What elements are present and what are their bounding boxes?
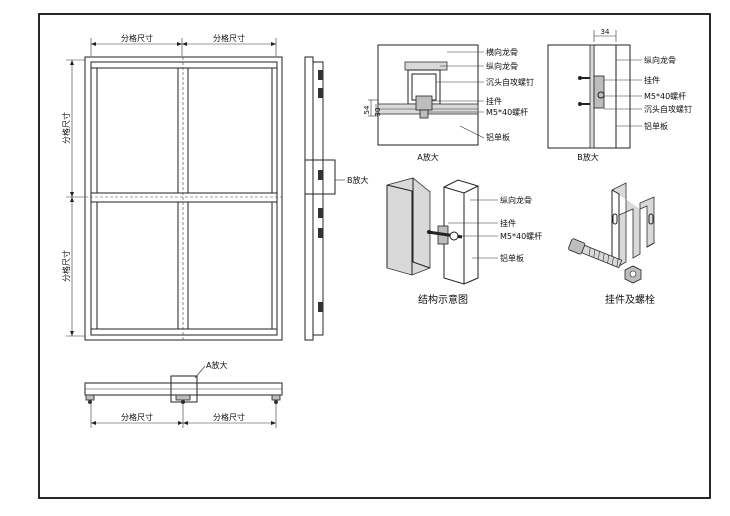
detail-a-panel: 铝单板 bbox=[486, 132, 510, 142]
detail-a-dim-54: 54 bbox=[363, 105, 371, 114]
structure-bolt: M5*40螺杆 bbox=[500, 231, 542, 241]
detail-a-longitudinal-keel: 纵向龙骨 bbox=[486, 61, 518, 71]
panel-top-right bbox=[187, 67, 273, 194]
structure-panel: 铝单板 bbox=[500, 253, 524, 263]
top-dim-label-left: 分格尺寸 bbox=[121, 33, 153, 43]
detail-b-longitudinal-keel: 纵向龙骨 bbox=[644, 55, 676, 65]
front-elevation: 分格尺寸 分格尺寸 分格尺寸 分格尺寸 bbox=[61, 33, 283, 341]
structure-diagram-title: 结构示意图 bbox=[418, 293, 468, 306]
panel-top-left bbox=[96, 67, 179, 194]
detail-a-title: A放大 bbox=[417, 152, 438, 162]
detail-b-dim-34: 34 bbox=[601, 28, 610, 36]
top-dim-label-right: 分格尺寸 bbox=[213, 33, 245, 43]
detail-a-countersunk-screw: 沉头自攻螺钉 bbox=[486, 77, 534, 87]
side-elevation: B放大 bbox=[304, 56, 369, 341]
detail-b-title: B放大 bbox=[577, 152, 599, 162]
structure-hanger: 挂件 bbox=[500, 218, 516, 228]
bottom-dim-label-right: 分格尺寸 bbox=[213, 412, 245, 422]
detail-b-hanger: 挂件 bbox=[644, 75, 660, 85]
detail-a-dim-30: 30 bbox=[374, 108, 382, 117]
detail-a: 54 30 横向龙骨 纵向龙骨 沉头自攻螺钉 挂件 M5*40螺杆 铝单板 A放… bbox=[363, 44, 534, 162]
detail-b-bolt: M5*40螺杆 bbox=[644, 91, 686, 101]
sheet-border bbox=[38, 13, 711, 499]
detail-b-countersunk-screw: 沉头自攻螺钉 bbox=[644, 104, 692, 114]
bottom-dim-label-left: 分格尺寸 bbox=[121, 412, 153, 422]
structure-longitudinal-keel: 纵向龙骨 bbox=[500, 195, 532, 205]
zoom-b-box bbox=[304, 159, 336, 195]
panel-bottom-right bbox=[187, 201, 273, 330]
hanger-and-bolt: 挂件及螺栓 bbox=[568, 182, 655, 306]
left-dim-label-bottom: 分格尺寸 bbox=[61, 250, 71, 282]
hanger-and-bolt-title: 挂件及螺栓 bbox=[605, 293, 655, 306]
zoom-a-label: A放大 bbox=[206, 360, 227, 370]
detail-b: 34 纵向龙骨 挂件 M5*40螺杆 沉头自攻螺钉 铝单板 B放大 bbox=[547, 28, 692, 162]
zoom-b-label: B放大 bbox=[347, 175, 369, 185]
structure-diagram: 纵向龙骨 挂件 M5*40螺杆 铝单板 结构示意图 bbox=[386, 177, 542, 306]
detail-a-hanger: 挂件 bbox=[486, 96, 502, 106]
detail-a-bolt: M5*40螺杆 bbox=[486, 107, 528, 117]
panel-bottom-left bbox=[96, 201, 179, 330]
detail-b-panel: 铝单板 bbox=[644, 121, 668, 131]
zoom-a-box bbox=[170, 375, 198, 403]
left-dim-label-top: 分格尺寸 bbox=[61, 112, 71, 144]
plan-view: A放大 分格尺寸 分格尺寸 bbox=[84, 360, 283, 428]
detail-a-transverse-keel: 横向龙骨 bbox=[486, 47, 518, 57]
